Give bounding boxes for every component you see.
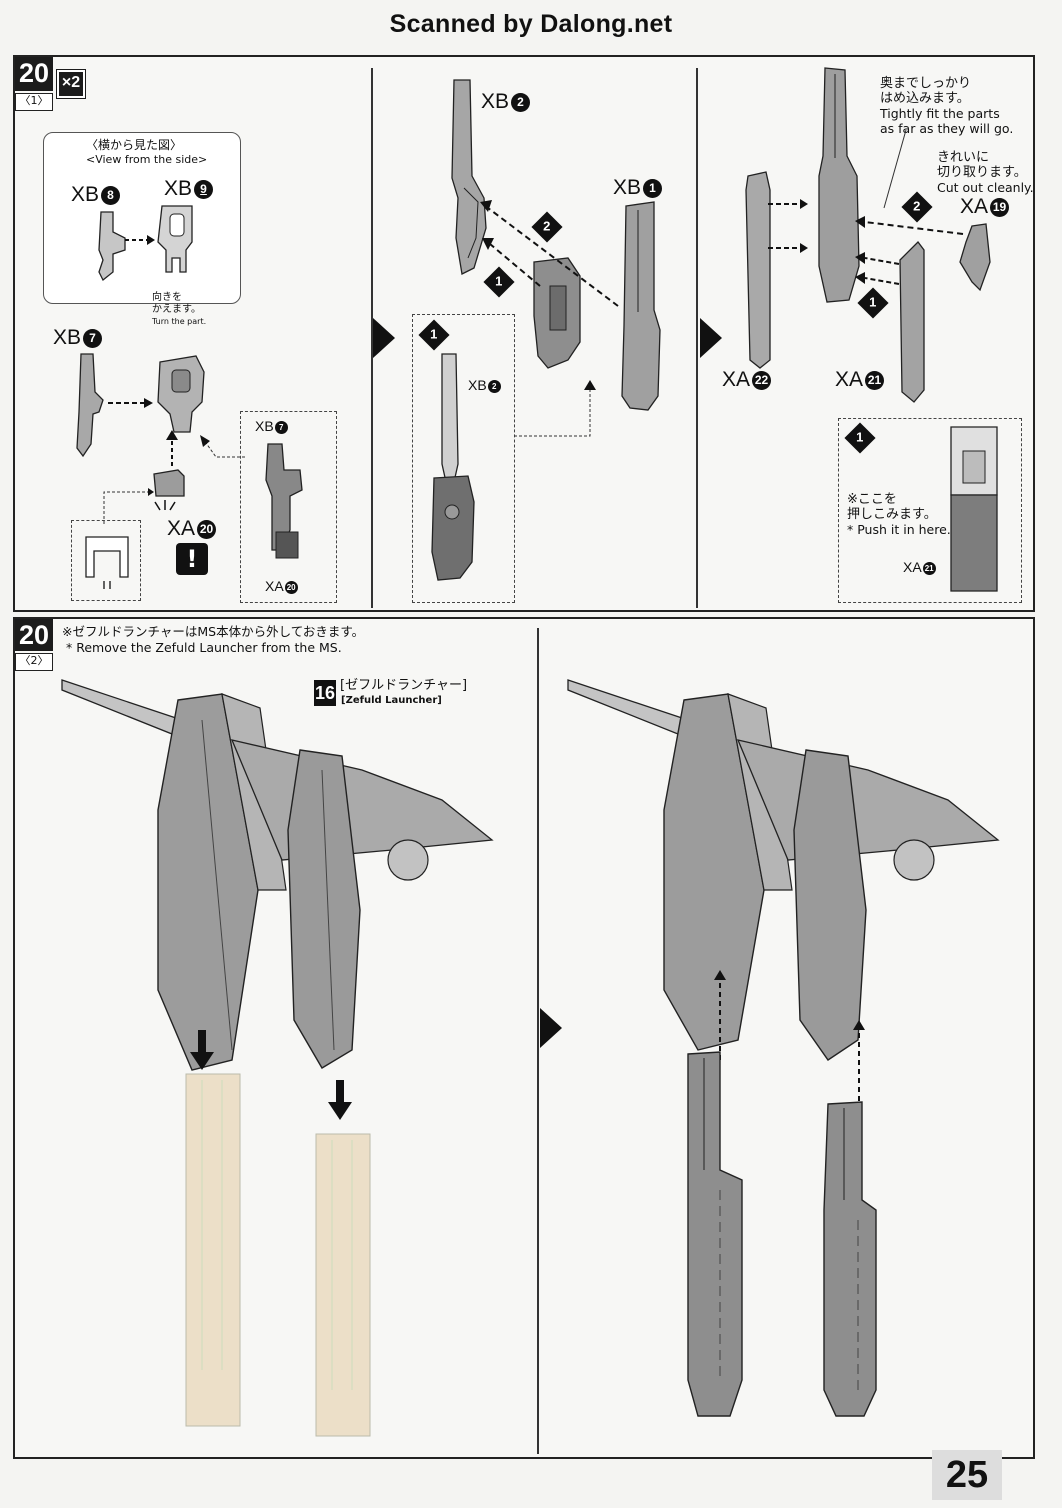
push-note: ※ここを 押しこみます。 * Push it in here. (847, 492, 951, 537)
launcher-part-number: 16 (314, 680, 336, 706)
step-sub-number: 〈2〉 (15, 653, 53, 671)
remove-note-en: * Remove the Zefuld Launcher from the MS… (66, 640, 342, 655)
detail-box-xb7-xa20 (240, 411, 337, 603)
part-xa20 (153, 469, 185, 497)
assembly-arrows (480, 200, 619, 307)
column-divider (696, 68, 698, 608)
part-xb1-assembly (818, 67, 860, 303)
next-step-arrow (373, 318, 395, 358)
side-view-title: 〈横から見た図〉 (86, 138, 183, 152)
detail-box-xa20-cut (71, 520, 141, 601)
assembly-arrow (166, 430, 178, 466)
part-xa19 (959, 223, 991, 292)
part-core-body (157, 355, 205, 433)
zefuld-launcher-left (61, 679, 494, 1071)
leader-line (103, 488, 154, 524)
remove-arrow (190, 1030, 214, 1070)
part-xb8-side (98, 211, 126, 282)
launcher-ghost-left (185, 1073, 241, 1427)
remove-arrow (328, 1080, 352, 1120)
side-view-title-en: <View from the side> (86, 153, 208, 166)
page-number: 25 (932, 1450, 1002, 1500)
part-xa21-detail (950, 426, 998, 592)
push-marks (154, 500, 176, 511)
next-step-arrow (700, 318, 722, 358)
part-xa20-detail (85, 536, 129, 589)
step-sub-number: 〈1〉 (15, 93, 53, 111)
caution-icon: ! (176, 543, 208, 575)
launcher-base-left (687, 1051, 743, 1417)
turn-note: 向きを かえます。 Turn the part. (152, 292, 207, 326)
insert-arrow (853, 1020, 865, 1110)
part-xb2-assembled (431, 353, 475, 581)
launcher-ghost-right (315, 1133, 371, 1437)
multiplier-badge: ×2 (56, 69, 86, 99)
part-xa22 (745, 171, 771, 369)
part-xa21 (899, 241, 925, 403)
launcher-name-jp: [ゼフルドランチャー] (340, 678, 468, 693)
assembly-arrow (125, 235, 155, 245)
part-xb9-side (157, 205, 193, 273)
detail-box-xb2 (412, 314, 515, 603)
zefuld-launcher-right (567, 679, 1000, 1061)
assembly-arrows (855, 216, 964, 285)
part-xb7-xa20-combined (265, 443, 303, 559)
remove-note-jp: ※ゼフルドランチャーはMS本体から外しておきます。 (62, 624, 365, 639)
cut-note: きれいに 切り取ります。 Cut out cleanly. (937, 150, 1034, 195)
leader-line (514, 380, 596, 437)
part-xb2-inner (533, 257, 581, 369)
assembly-arrow (108, 398, 153, 408)
step-number: 20 (15, 57, 53, 91)
column-divider (371, 68, 373, 608)
next-step-arrow (540, 1008, 562, 1048)
leader-line (883, 129, 907, 209)
leader-line (200, 435, 245, 458)
side-view-box (43, 132, 241, 304)
assembly-arrows (768, 199, 808, 253)
part-xb1 (621, 201, 661, 411)
part-xb7 (76, 353, 104, 458)
insert-arrow (714, 970, 726, 1060)
column-divider (537, 628, 539, 1454)
tight-fit-note: 奥までしっかり はめ込みます。 Tightly fit the parts as… (880, 76, 1014, 136)
detail-box-push (838, 418, 1022, 603)
part-xb2 (451, 79, 487, 275)
step-number: 20 (15, 619, 53, 651)
launcher-name-en: [Zefuld Launcher] (341, 695, 442, 706)
launcher-base-right (823, 1101, 877, 1417)
watermark: Scanned by Dalong.net (389, 10, 673, 38)
